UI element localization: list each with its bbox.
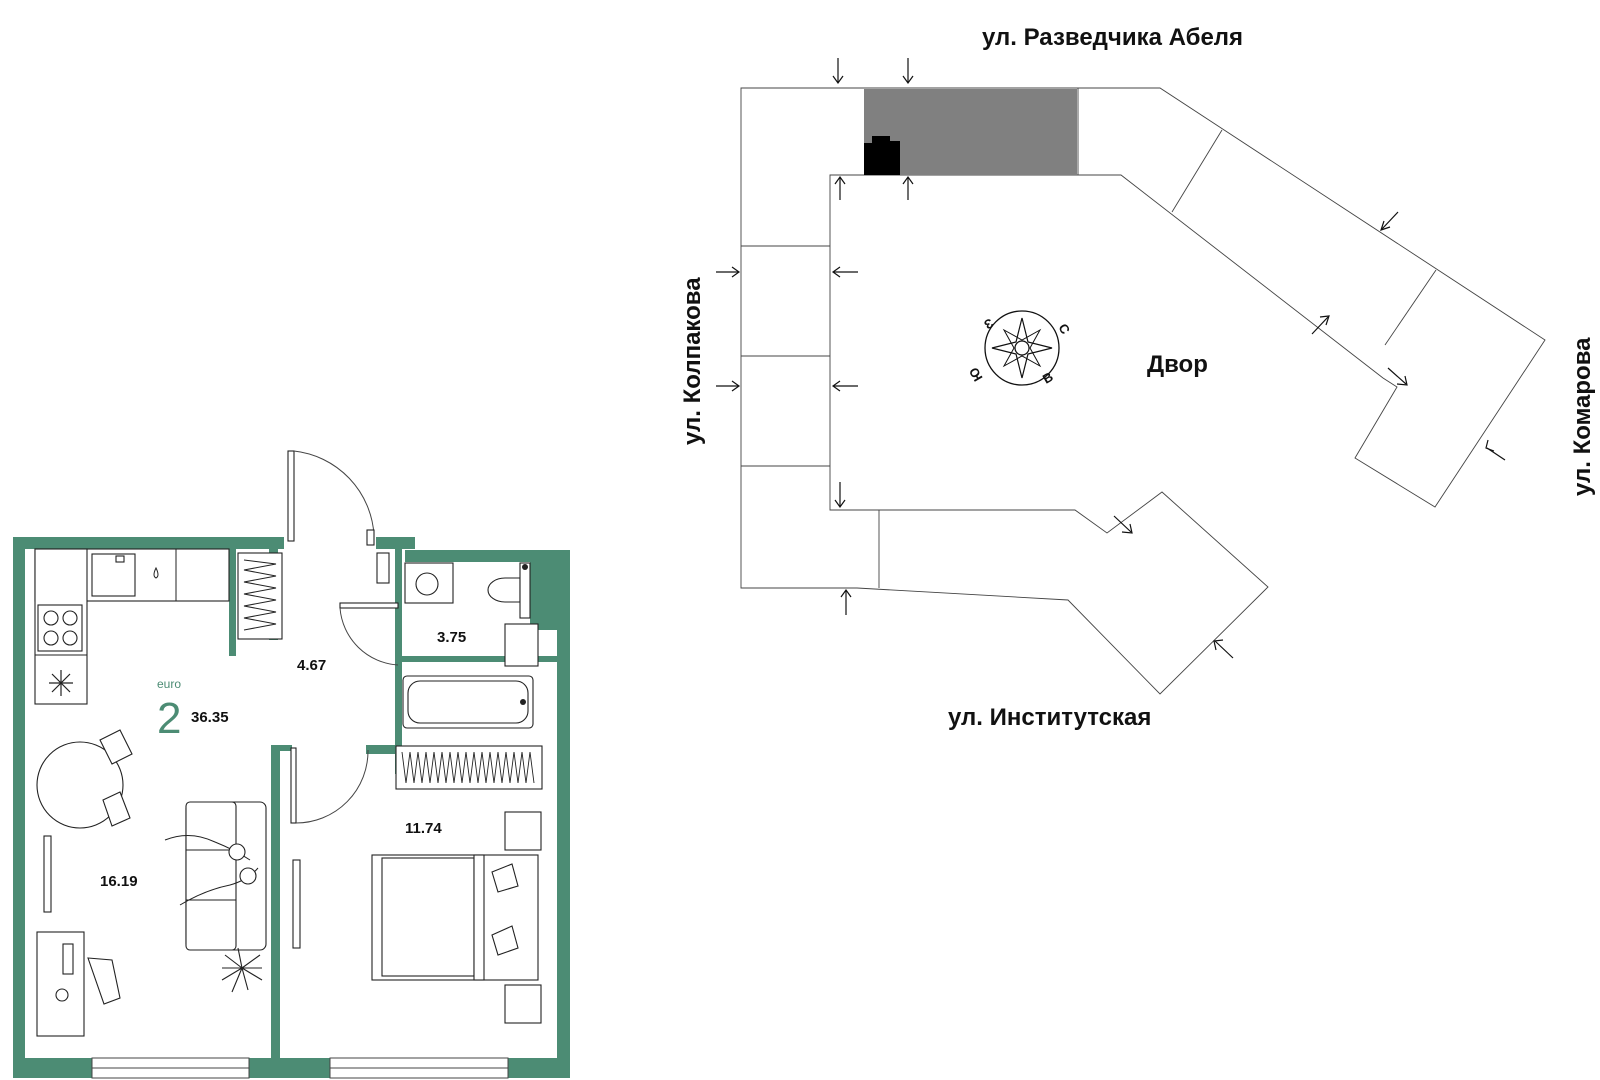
room-area-living: 16.19: [100, 873, 138, 890]
entrance-arrow: [902, 58, 914, 85]
room-area-bedroom: 11.74: [405, 820, 442, 837]
entrance-arrow: [1387, 367, 1408, 386]
radiator: [237, 552, 283, 640]
living-door: [290, 747, 369, 824]
bathtub: [402, 675, 534, 729]
kitchen-counter: [34, 548, 230, 705]
water-drop-icon: [153, 566, 159, 579]
compass-north-label: С: [1055, 321, 1073, 337]
street-south-label: ул. Институтская: [948, 704, 1151, 731]
apartment-total-area: 36.35: [191, 709, 229, 726]
window: [91, 1057, 250, 1079]
street-north-label: ул. Разведчика Абеля: [982, 24, 1243, 51]
entrance-door: [287, 450, 375, 546]
bathroom-sink: [504, 623, 539, 667]
yard-label: Двор: [1147, 351, 1208, 378]
plant-icon: [221, 947, 263, 993]
sink: [91, 553, 136, 597]
dining-table: [36, 729, 133, 829]
entrance-arrow: [1311, 315, 1330, 335]
towel-rail: [376, 552, 390, 584]
radiator: [395, 745, 543, 790]
bathroom-door: [339, 602, 399, 666]
compass-south-label: Ю: [966, 365, 986, 384]
entrance-arrow: [1380, 211, 1399, 231]
site-plan: С В Ю З Двор ул. Разведчика Абеля ул. Ин…: [679, 24, 1596, 731]
window: [329, 1057, 509, 1079]
entrance-arrow: [831, 266, 858, 278]
washing-machine: [404, 562, 454, 604]
compass-east-label: В: [1040, 369, 1056, 387]
entrance-arrow: [1213, 639, 1234, 659]
apartment-location-marker: [864, 136, 900, 175]
room-area-bathroom: 3.75: [437, 629, 466, 646]
tv-panel: [43, 835, 52, 913]
apartment-rooms-count: 2: [157, 694, 181, 743]
floor-plan: euro 2 36.35 16.19 4.67 3.75 11.74: [13, 450, 570, 1079]
entrance-arrow: [834, 482, 846, 509]
desk: [36, 931, 121, 1037]
street-west-label: ул. Колпакова: [679, 277, 706, 445]
cooktop: [37, 604, 83, 652]
bed: [371, 854, 539, 981]
entrance-arrow: [902, 175, 914, 200]
nightstand: [504, 811, 542, 851]
entrance-arrow: [831, 380, 858, 392]
entrance-arrow: [716, 380, 741, 392]
entrance-arrow: [834, 175, 846, 200]
entrance-arrow: [716, 266, 741, 278]
wardrobe-panel: [292, 859, 301, 949]
compass-rose: С В Ю З: [966, 310, 1073, 387]
entrance-arrow: [840, 588, 852, 615]
fridge-snowflake-icon: [49, 670, 73, 696]
street-east-label: ул. Комарова: [1569, 337, 1596, 496]
entrance-arrow: [832, 58, 844, 85]
nightstand: [504, 984, 542, 1024]
entrance-arrow: [1113, 515, 1133, 534]
room-area-hall: 4.67: [297, 657, 326, 674]
entrance-arrow: [1485, 439, 1506, 461]
building-outline: [740, 87, 1546, 695]
sofa: [164, 801, 267, 951]
apartment-type-label: euro: [157, 677, 181, 691]
toilet: [487, 562, 531, 619]
compass-west-label: З: [981, 315, 996, 332]
